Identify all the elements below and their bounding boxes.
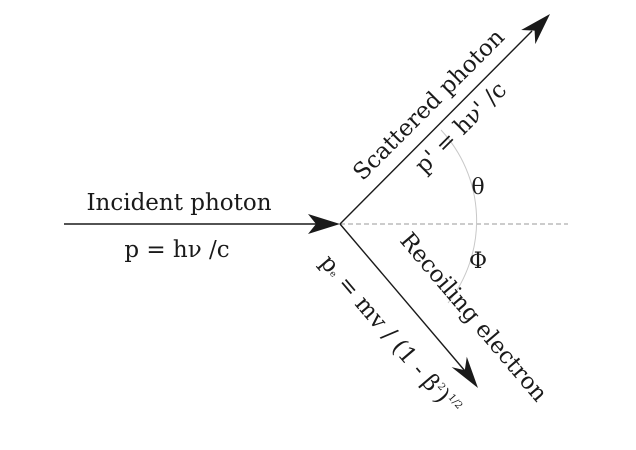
formula-subscript-e: e xyxy=(327,269,338,280)
formula-body: = mv / (1 - β xyxy=(327,265,444,396)
angle-arc xyxy=(440,129,478,304)
scattered-photon-arrowhead xyxy=(521,14,550,45)
incident-photon-arrowhead xyxy=(308,214,340,234)
phi-label: Φ xyxy=(469,249,487,274)
incident-photon-formula: p = hν /c xyxy=(124,237,229,263)
recoiling-electron-arrowhead xyxy=(451,356,478,388)
theta-label: θ xyxy=(471,175,484,200)
scattered-photon-line xyxy=(339,30,533,225)
formula-beta-exponent: 2 xyxy=(435,381,448,393)
recoiling-electron-line xyxy=(339,223,466,372)
incident-photon-title: Incident photon xyxy=(86,190,271,216)
